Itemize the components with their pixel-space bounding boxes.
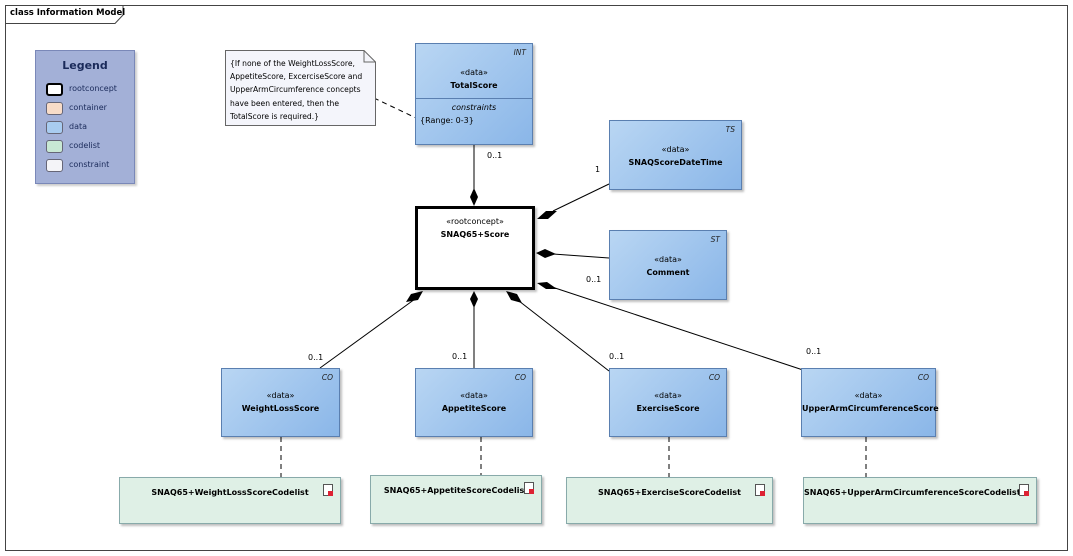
edge-exercise [518,300,610,372]
codelist-icon [323,484,333,496]
type-tag: ST [710,235,720,244]
codelist-icon [755,484,765,496]
compartment-divider [416,98,532,99]
multiplicity-weightloss: 0..1 [308,353,324,362]
stereotype-label: «data» [654,391,682,400]
stereotype-label: «data» [460,391,488,400]
codelist-appetite[interactable]: SNAQ65+AppetiteScoreCodelist [370,475,542,524]
constraint-value: {Range: 0-3} [420,116,474,125]
codelist-name: SNAQ65+ExerciseScoreCodelist [598,488,741,497]
multiplicity-appetite: 0..1 [452,352,468,361]
diamond-comment [536,249,556,258]
class-snaqscoredatetime[interactable]: TS «data» SNAQScoreDateTime [609,120,742,190]
stereotype-label: «data» [661,145,690,154]
diamond-total [470,188,478,206]
codelist-name: SNAQ65+AppetiteScoreCodelist [383,486,529,495]
multiplicity-exercise: 0..1 [609,352,625,361]
codelist-weightloss[interactable]: SNAQ65+WeightLossScoreCodelist [119,477,341,524]
type-tag: INT [513,48,526,57]
note-text: {If none of the WeightLossScore, Appetit… [230,57,362,123]
constraints-heading: constraints [451,103,497,112]
diamond-upperarm [537,282,557,289]
stereotype-label: «data» [654,255,682,264]
edge-weightloss [319,298,416,369]
class-root-snaq65-score[interactable]: «rootconcept» SNAQ65+Score [415,206,535,290]
codelist-name: SNAQ65+UpperArmCircumferenceScoreCodelis… [804,488,1021,497]
legend-swatch-container [46,102,63,115]
note-line: {If none of the WeightLossScore, [230,59,355,68]
class-exercisescore[interactable]: CO «data» ExerciseScore [609,368,727,437]
multiplicity-upperarm: 0..1 [806,347,822,356]
type-tag: CO [917,373,929,382]
constraint-note[interactable]: {If none of the WeightLossScore, Appetit… [225,50,376,126]
multiplicity-datetime: 1 [595,165,601,174]
multiplicity-comment: 0..1 [586,275,602,284]
class-name: ExerciseScore [636,404,700,413]
multiplicity-total: 0..1 [487,151,503,160]
codelist-name: SNAQ65+WeightLossScoreCodelist [151,488,309,497]
class-upperarmcircumferencescore[interactable]: CO «data» UpperArmCircumferenceScore [801,368,939,437]
class-appetitescore[interactable]: CO «data» AppetiteScore [415,368,533,437]
type-tag: TS [725,125,735,134]
frame-tab-shape [5,5,124,24]
frame-title: class Information Model [10,8,126,18]
note-line: have been entered, then the [230,98,339,108]
class-name: AppetiteScore [441,404,507,413]
legend-label: rootconcept [69,84,117,93]
type-tag: CO [514,373,526,382]
codelist-exercise[interactable]: SNAQ65+ExerciseScoreCodelist [566,477,773,524]
class-name: SNAQScoreDateTime [628,158,723,167]
edge-note [373,97,417,119]
edge-upperarm [551,286,804,371]
class-totalscore[interactable]: INT «data» TotalScore constraints {Range… [415,43,533,145]
edge-datetime [552,183,610,212]
class-name: Comment [646,268,690,277]
legend-label: codelist [69,141,101,150]
diamond-appetite [470,291,478,308]
diagram-frame [5,5,1068,551]
class-name: SNAQ65+Score [440,230,510,239]
class-name: TotalScore [450,81,498,90]
edge-comment [552,253,610,259]
legend-swatch-rootconcept [46,83,63,96]
stereotype-label: «data» [854,391,883,400]
legend-swatch-data [46,121,63,134]
stereotype-label: «rootconcept» [446,217,504,226]
legend-title: Legend [62,59,108,72]
stereotype-label: «data» [460,68,488,77]
legend-swatch-constraint [46,159,63,172]
note-line: AppetiteScore, ExcerciseScore and [230,72,363,82]
class-weightlossscore[interactable]: CO «data» WeightLossScore [221,368,340,437]
type-tag: CO [708,373,720,382]
diamond-weightloss [406,291,423,302]
class-comment[interactable]: ST «data» Comment [609,230,727,300]
note-shape [225,50,376,126]
stereotype-label: «data» [266,391,295,400]
codelist-icon [524,482,534,494]
class-name: WeightLossScore [241,404,320,413]
legend-label: constraint [69,160,110,169]
class-name: UpperArmCircumferenceScore [802,404,939,413]
codelist-upperarm[interactable]: SNAQ65+UpperArmCircumferenceScoreCodelis… [803,477,1037,524]
diamond-datetime [537,211,557,219]
legend-label: container [69,103,107,112]
legend-swatch-codelist [46,140,63,153]
type-tag: CO [321,373,333,382]
diamond-exercise [506,291,522,303]
note-line: UpperArmCircumference concepts [230,85,361,95]
legend: Legend rootconcept container data codeli… [35,50,135,184]
codelist-icon [1019,484,1029,496]
legend-label: data [69,122,88,131]
note-line: TotalScore is required.} [230,111,319,121]
